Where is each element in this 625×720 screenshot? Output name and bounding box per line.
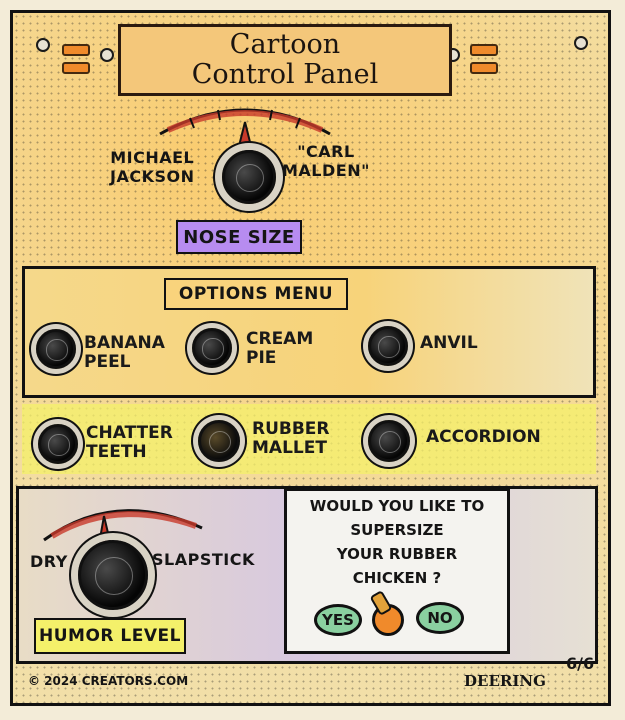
option-anvil: ANVIL [420,333,478,353]
options-menu-title: OPTIONS MENU [164,278,348,310]
chatter-teeth-knob[interactable] [38,424,78,464]
screw-icon [36,38,50,52]
anvil-knob[interactable] [368,326,408,366]
title-plate: Cartoon Control Panel [118,24,452,96]
humor-level-caption: HUMOR LEVEL [34,618,186,654]
decor-bar-right-bottom [470,62,498,74]
artist-signature: DEERING [464,672,546,690]
yes-button[interactable]: YES [314,604,362,636]
nose-size-gauge [159,108,331,151]
option-chatter-teeth: CHATTER TEETH [86,423,173,462]
option-cream-pie: CREAM PIE [246,329,314,368]
copyright-text: © 2024 CREATORS.COM [28,674,189,688]
screw-icon [574,36,588,50]
humor-right-label: SLAPSTICK [152,550,255,569]
no-button[interactable]: NO [416,602,464,634]
title-line-2: Control Panel [191,59,379,90]
rubber-mallet-knob[interactable] [198,420,240,462]
option-accordion: ACCORDION [426,427,541,447]
humor-level-knob[interactable] [78,540,148,610]
nose-size-knob[interactable] [222,150,276,204]
nose-size-caption: NOSE SIZE [176,220,302,254]
gauge-needle-icon [236,121,254,151]
option-rubber-mallet: RUBBER MALLET [252,419,330,458]
nose-left-label: MICHAEL JACKSON [110,148,195,186]
decor-bar-left-bottom [62,62,90,74]
decor-bar-right-top [470,44,498,56]
humor-left-label: DRY [30,552,68,571]
banana-peel-knob[interactable] [36,329,76,369]
nose-right-label: "CARL MALDEN" [282,142,370,180]
screw-icon [100,48,114,62]
supersize-question: WOULD YOU LIKE TO SUPERSIZE YOUR RUBBER … [309,497,485,587]
option-banana-peel: BANANA PEEL [84,333,165,372]
date-text: 6/6 [566,654,595,673]
accordion-knob[interactable] [368,420,410,462]
highlight-strip [22,404,596,474]
decor-bar-left-top [62,44,90,56]
cream-pie-knob[interactable] [192,328,232,368]
title-line-1: Cartoon [229,29,341,60]
